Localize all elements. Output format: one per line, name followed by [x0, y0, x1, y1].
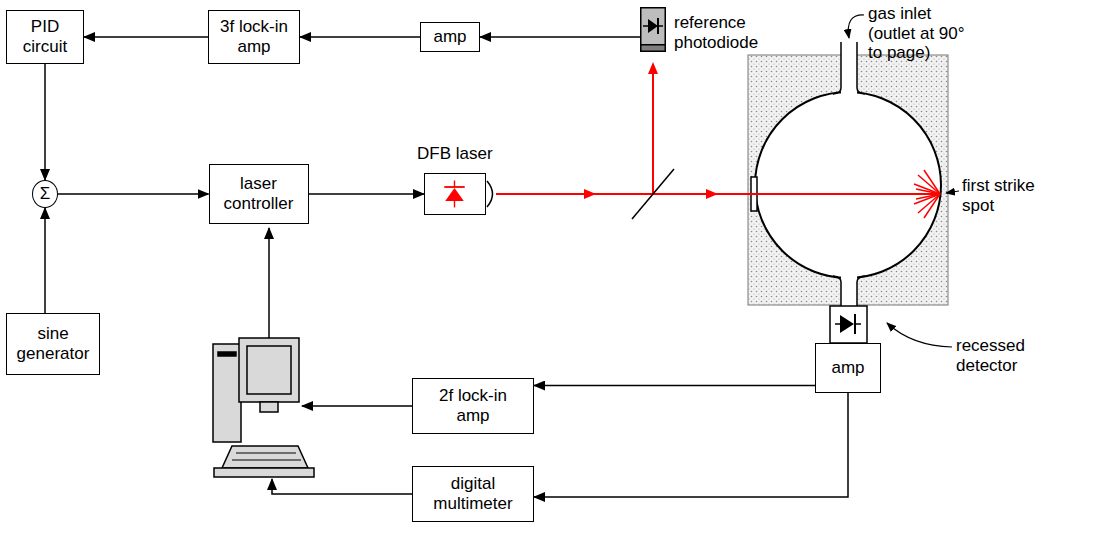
process-box: amp [815, 343, 881, 393]
process-box: 3f lock-in amp [208, 10, 300, 64]
sphere-housing [748, 42, 948, 306]
node-label: Σ [40, 184, 51, 204]
node-label: 2f lock-in amp [427, 386, 519, 425]
recessed-detector [830, 306, 867, 343]
computer-icon [213, 338, 314, 477]
signal-arrow [309, 193, 425, 195]
laser-diode-symbol [425, 174, 484, 213]
process-box: PID circuit [6, 10, 84, 64]
node-label: laser controller [215, 174, 303, 213]
process-box: laser controller [209, 164, 309, 224]
signal-arrow [44, 208, 46, 313]
signal-arrow [58, 193, 209, 195]
node-label: digital multimeter [423, 474, 523, 513]
signal-wires [269, 228, 412, 494]
node-label: amp [831, 358, 864, 378]
callout-label: first strike spot [962, 176, 1054, 215]
laser-diode: DFB laser [424, 173, 486, 215]
photodiode: reference photodiode [640, 7, 666, 52]
node-label: DFB laser [417, 144, 493, 164]
process-box: sine generator [6, 313, 100, 375]
node-label: amp [433, 27, 466, 47]
node-label: 3f lock-in amp [214, 17, 294, 56]
signal-arrow [480, 36, 640, 38]
callout-label: gas inlet (outlet at 90° to page) [868, 4, 978, 63]
signal-arrow [300, 36, 420, 38]
signal-arrow [44, 64, 46, 180]
process-box: digital multimeter [412, 466, 534, 522]
summing-junction: Σ [32, 180, 58, 208]
node-label: reference photodiode [674, 13, 774, 52]
leader-arrows [848, 15, 959, 347]
signal-arrow [534, 393, 848, 497]
callout-label: recessed detector [956, 336, 1052, 375]
laser-beam [487, 62, 940, 219]
signal-arrow [534, 385, 815, 387]
process-box: amp [420, 22, 480, 52]
process-box: 2f lock-in amp [412, 378, 534, 434]
photodiode-symbol [640, 7, 666, 52]
node-label: sine generator [12, 324, 94, 363]
signal-arrow [84, 36, 208, 38]
node-label: PID circuit [12, 17, 78, 56]
